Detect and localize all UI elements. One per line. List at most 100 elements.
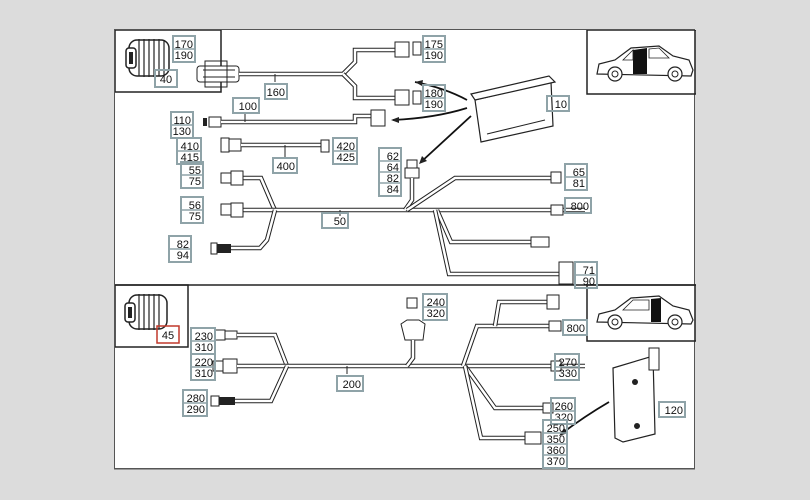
callout-box [336, 375, 364, 392]
callout-text: 400 [277, 161, 295, 173]
car-frame-upper [586, 30, 696, 95]
connector-280 [219, 397, 235, 405]
connector-boot-40-icon [125, 39, 170, 77]
connector-800b [548, 320, 562, 332]
connector-56 [230, 202, 244, 218]
grommet-240 [400, 319, 426, 341]
connector-280-pins [210, 395, 220, 407]
callout-160: 160 [264, 83, 288, 100]
callout-text: 190 [175, 50, 193, 62]
connector-65 [550, 171, 562, 184]
connector-800a [550, 204, 564, 216]
callout-text: 260 [555, 401, 573, 413]
callout-text: 310 [195, 342, 213, 354]
callout-text: 200 [343, 379, 361, 391]
callout-box [564, 197, 592, 214]
wire-branch-a [434, 209, 531, 245]
callout-100: 100 [232, 97, 260, 114]
callout-text: 310 [195, 368, 213, 380]
callout-text: 94 [177, 250, 189, 262]
connector-62 [404, 167, 420, 179]
arrow-to-100 [392, 107, 468, 121]
callout-text: 55 [189, 165, 201, 177]
connector-55-pins [220, 172, 232, 184]
callout-text: 270 [559, 357, 577, 369]
connector-56-pins [220, 203, 232, 216]
callout-text: 800 [567, 323, 585, 335]
callout-text: 56 [189, 200, 201, 212]
connector-boot-45-icon [124, 294, 168, 330]
callout-400: 400 [272, 157, 298, 174]
car-rear-door-icon [596, 45, 694, 82]
connector-71 [558, 261, 574, 285]
callout-box [321, 212, 349, 229]
callout-text: 800 [571, 201, 589, 213]
control-module-120-icon [612, 347, 660, 443]
callout-box [232, 97, 260, 114]
wire-160-lower [341, 72, 395, 101]
callout-text: 175 [425, 39, 443, 51]
connector-55 [230, 170, 244, 186]
connector-240 [406, 297, 418, 309]
callout-text: 130 [173, 126, 191, 138]
callout-text: 50 [334, 216, 346, 228]
connector-82 [217, 244, 231, 253]
callout-800: 800 [562, 319, 588, 336]
connector-175 [394, 41, 410, 58]
connector-230-pins [214, 329, 226, 341]
connector-175-pins [412, 41, 422, 56]
connector-410-pins [220, 137, 230, 153]
inset-label-text: 40 [160, 74, 172, 86]
wire-230 [237, 332, 290, 367]
wire-upper-conn [492, 299, 547, 327]
connector-260 [542, 402, 554, 414]
callout-box [272, 157, 298, 174]
inset-label-45: 45 [156, 325, 180, 344]
callout-text: 290 [187, 404, 205, 416]
callout-text: 180 [425, 88, 443, 100]
callout-text: 170 [175, 39, 193, 51]
callout-text: 320 [427, 308, 445, 320]
callout-text: 81 [573, 178, 585, 190]
callout-text: 220 [195, 357, 213, 369]
callout-text: 65 [573, 167, 585, 179]
callout-text: 82 [177, 239, 189, 251]
callout-text: 370 [547, 456, 565, 468]
wire-260 [463, 364, 543, 411]
callout-text: 10 [555, 99, 567, 111]
callout-10: 10 [546, 95, 570, 112]
callout-text: 71 [583, 265, 595, 277]
control-module-10-icon [470, 75, 557, 143]
inset-label-text: 45 [162, 330, 174, 342]
callout-text: 75 [189, 176, 201, 188]
callout-text: 230 [195, 331, 213, 343]
inset-label-40: 40 [154, 69, 178, 88]
callout-text: 82 [387, 173, 399, 185]
callout-text: 330 [559, 368, 577, 380]
multi-pin-connector-icon [196, 60, 240, 88]
car-frame-lower [586, 284, 696, 342]
callout-box [264, 83, 288, 100]
callout-200: 200 [336, 375, 364, 392]
callout-120: 120 [658, 401, 686, 418]
callout-text: 75 [189, 211, 201, 223]
callout-text: 110 [173, 115, 191, 127]
callout-text: 120 [665, 405, 683, 417]
connector-220 [222, 358, 238, 374]
connector-230 [224, 330, 238, 340]
